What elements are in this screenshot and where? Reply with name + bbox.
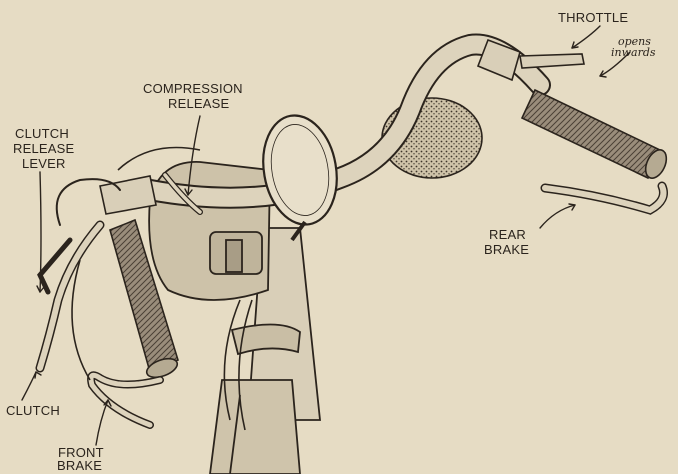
label-inwards: inwards: [611, 47, 656, 58]
label-clutch: CLUTCH: [6, 404, 60, 418]
label-clutch-release-1: CLUTCH: [15, 127, 69, 141]
label-rear: REAR: [489, 228, 526, 242]
label-throttle: THROTTLE: [558, 11, 628, 25]
rear-brake-lever: [545, 186, 664, 210]
label-clutch-release-3: LEVER: [22, 157, 66, 171]
right-grip: [522, 90, 670, 181]
label-release: RELEASE: [168, 97, 229, 111]
label-brake-rear: BRAKE: [484, 243, 529, 257]
label-brake-front: BRAKE: [57, 459, 102, 473]
label-compression: COMPRESSION: [143, 82, 243, 96]
label-clutch-release-2: RELEASE: [13, 142, 74, 156]
